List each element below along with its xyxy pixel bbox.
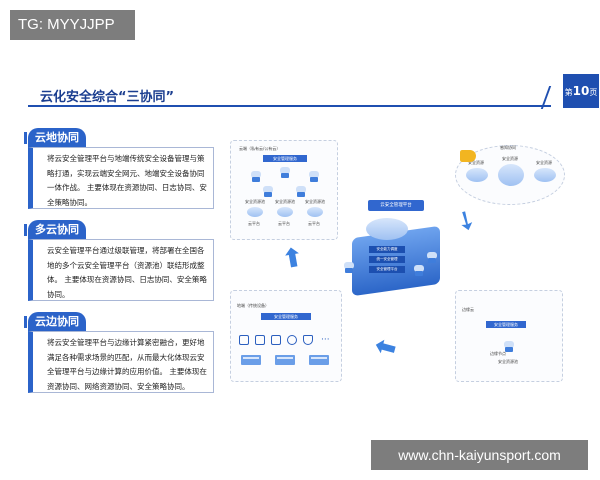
panel-line: 满足各种需求场景的匹配，从而最大化体现云安: [47, 352, 205, 362]
panel-line: 一体作战。 主要体现在资源协同、日志协同、安: [47, 183, 207, 192]
cloud-node-icon: [278, 167, 292, 179]
cloud-icon: [466, 168, 488, 182]
tab-cloud-ground: 云地协同: [24, 128, 86, 148]
sync-label: 安全资源: [468, 160, 484, 165]
ground-card-caption: 地端（传统设备）: [237, 303, 269, 308]
edge-label: 安全资源池: [498, 359, 518, 364]
panel-cloud-ground: 将云安全管理平台与地端传统安全设备管理与策 略打通，实现云端安全网元、地端安全设…: [28, 147, 214, 209]
server-icon: [412, 265, 426, 277]
cloud-label: 安全资源池: [245, 199, 265, 204]
cloud-label: 安全资源池: [275, 199, 295, 204]
tab-multi-cloud: 多云协同: [24, 220, 86, 240]
edge-card-caption: 边缘云: [462, 307, 474, 312]
sync-caption: 感知协同: [500, 145, 516, 150]
platform-line: 安全能力调度: [369, 246, 405, 253]
sync-label: 安全资源: [536, 160, 552, 165]
cloud-label: 云平台: [308, 221, 320, 226]
edge-label: 边缘节点: [490, 351, 506, 356]
more-icon: ···: [321, 335, 330, 345]
tg-watermark-badge: TG: MYYJJPP: [10, 10, 135, 40]
cloud-icon: [307, 207, 323, 217]
title-underline: [28, 105, 551, 107]
platform-line: 统一安全管理: [369, 256, 405, 263]
panel-multi-cloud: 云安全管理平台通过级联管理，将部署在全国各 地的多个云安全管理平台（资源池）联结…: [28, 239, 214, 301]
cloud-node-icon: [249, 171, 263, 183]
tab-cloud-edge: 云边协同: [24, 312, 86, 332]
megaphone-icon: [460, 150, 476, 162]
panel-line: 将云安全管理平台与边缘计算紧密融合，更好地: [47, 338, 205, 347]
panel-line: 协同。: [47, 289, 70, 299]
rack-icon: [275, 355, 295, 365]
cloud-icon: [247, 207, 263, 217]
panel-line: 略打通，实现云端安全网元、地端安全设备协同: [47, 168, 205, 178]
edge-card-header: 安全管理服务: [486, 321, 526, 328]
panel-line: 云安全管理平台通过级联管理，将部署在全国各: [47, 246, 205, 255]
arrow-icon: ➘: [448, 202, 483, 240]
cloud-card: 云端（私有云/公有云） 安全管理服务 安全资源池 安全资源池 安全资源池 云平台…: [230, 140, 338, 240]
cloud-node-icon: [261, 186, 275, 198]
panel-line: 资源协同、网络资源协同、安全策略协同。: [47, 381, 190, 391]
cloud-node-icon: [307, 171, 321, 183]
panel-line: 将云安全管理平台与地端传统安全设备管理与策: [47, 154, 205, 163]
arrow-icon: ⬉: [369, 328, 404, 366]
server-icon: [342, 262, 356, 274]
device-icon: [271, 335, 281, 345]
cloud-node-icon: [294, 186, 308, 198]
cloud-icon: [277, 207, 293, 217]
panel-cloud-edge: 将云安全管理平台与边缘计算紧密融合，更好地 满足各种需求场景的匹配，从而最大化体…: [28, 331, 214, 393]
server-icon: [425, 252, 439, 264]
cloud-card-header: 安全管理服务: [263, 155, 307, 162]
cloud-icon: [366, 218, 408, 240]
device-icon: [239, 335, 249, 345]
panel-line: 全策略协同。: [47, 197, 92, 207]
cloud-icon: [498, 164, 524, 186]
site-watermark: www.chn-kaiyunsport.com: [371, 440, 588, 470]
cloud-icon: [534, 168, 556, 182]
ground-card: 地端（传统设备） 安全管理服务 ···: [230, 290, 342, 382]
device-icon: [255, 335, 265, 345]
page-number-badge: 第10页: [563, 74, 599, 108]
cloud-label: 云平台: [248, 221, 260, 226]
edge-card: 边缘云 安全管理服务 边缘节点 安全资源池: [455, 290, 563, 382]
rack-icon: [309, 355, 329, 365]
cloud-label: 云平台: [278, 221, 290, 226]
device-icon: [287, 335, 297, 345]
platform-line: 安全管理平台: [369, 266, 405, 273]
slide-title: 云化安全综合“三协同”: [40, 90, 175, 105]
shield-icon: [303, 335, 313, 345]
cloud-label: 安全资源池: [305, 199, 325, 204]
panel-line: 地的多个云安全管理平台（资源池）联结形成整: [47, 260, 205, 270]
arrow-icon: ⬆: [279, 242, 307, 276]
cloud-card-caption: 云端（私有云/公有云）: [239, 146, 281, 151]
panel-line: 全管理平台与边缘计算的应用价值。 主要体现在: [47, 367, 207, 376]
ground-card-header: 安全管理服务: [261, 313, 311, 320]
edge-node-icon: [502, 341, 516, 353]
rack-icon: [241, 355, 261, 365]
center-platform-label: 云安全管理平台: [368, 200, 424, 211]
sync-label: 安全资源: [502, 156, 518, 161]
panel-line: 体。 主要体现在资源协同、日志协同、安全策略: [47, 275, 207, 284]
